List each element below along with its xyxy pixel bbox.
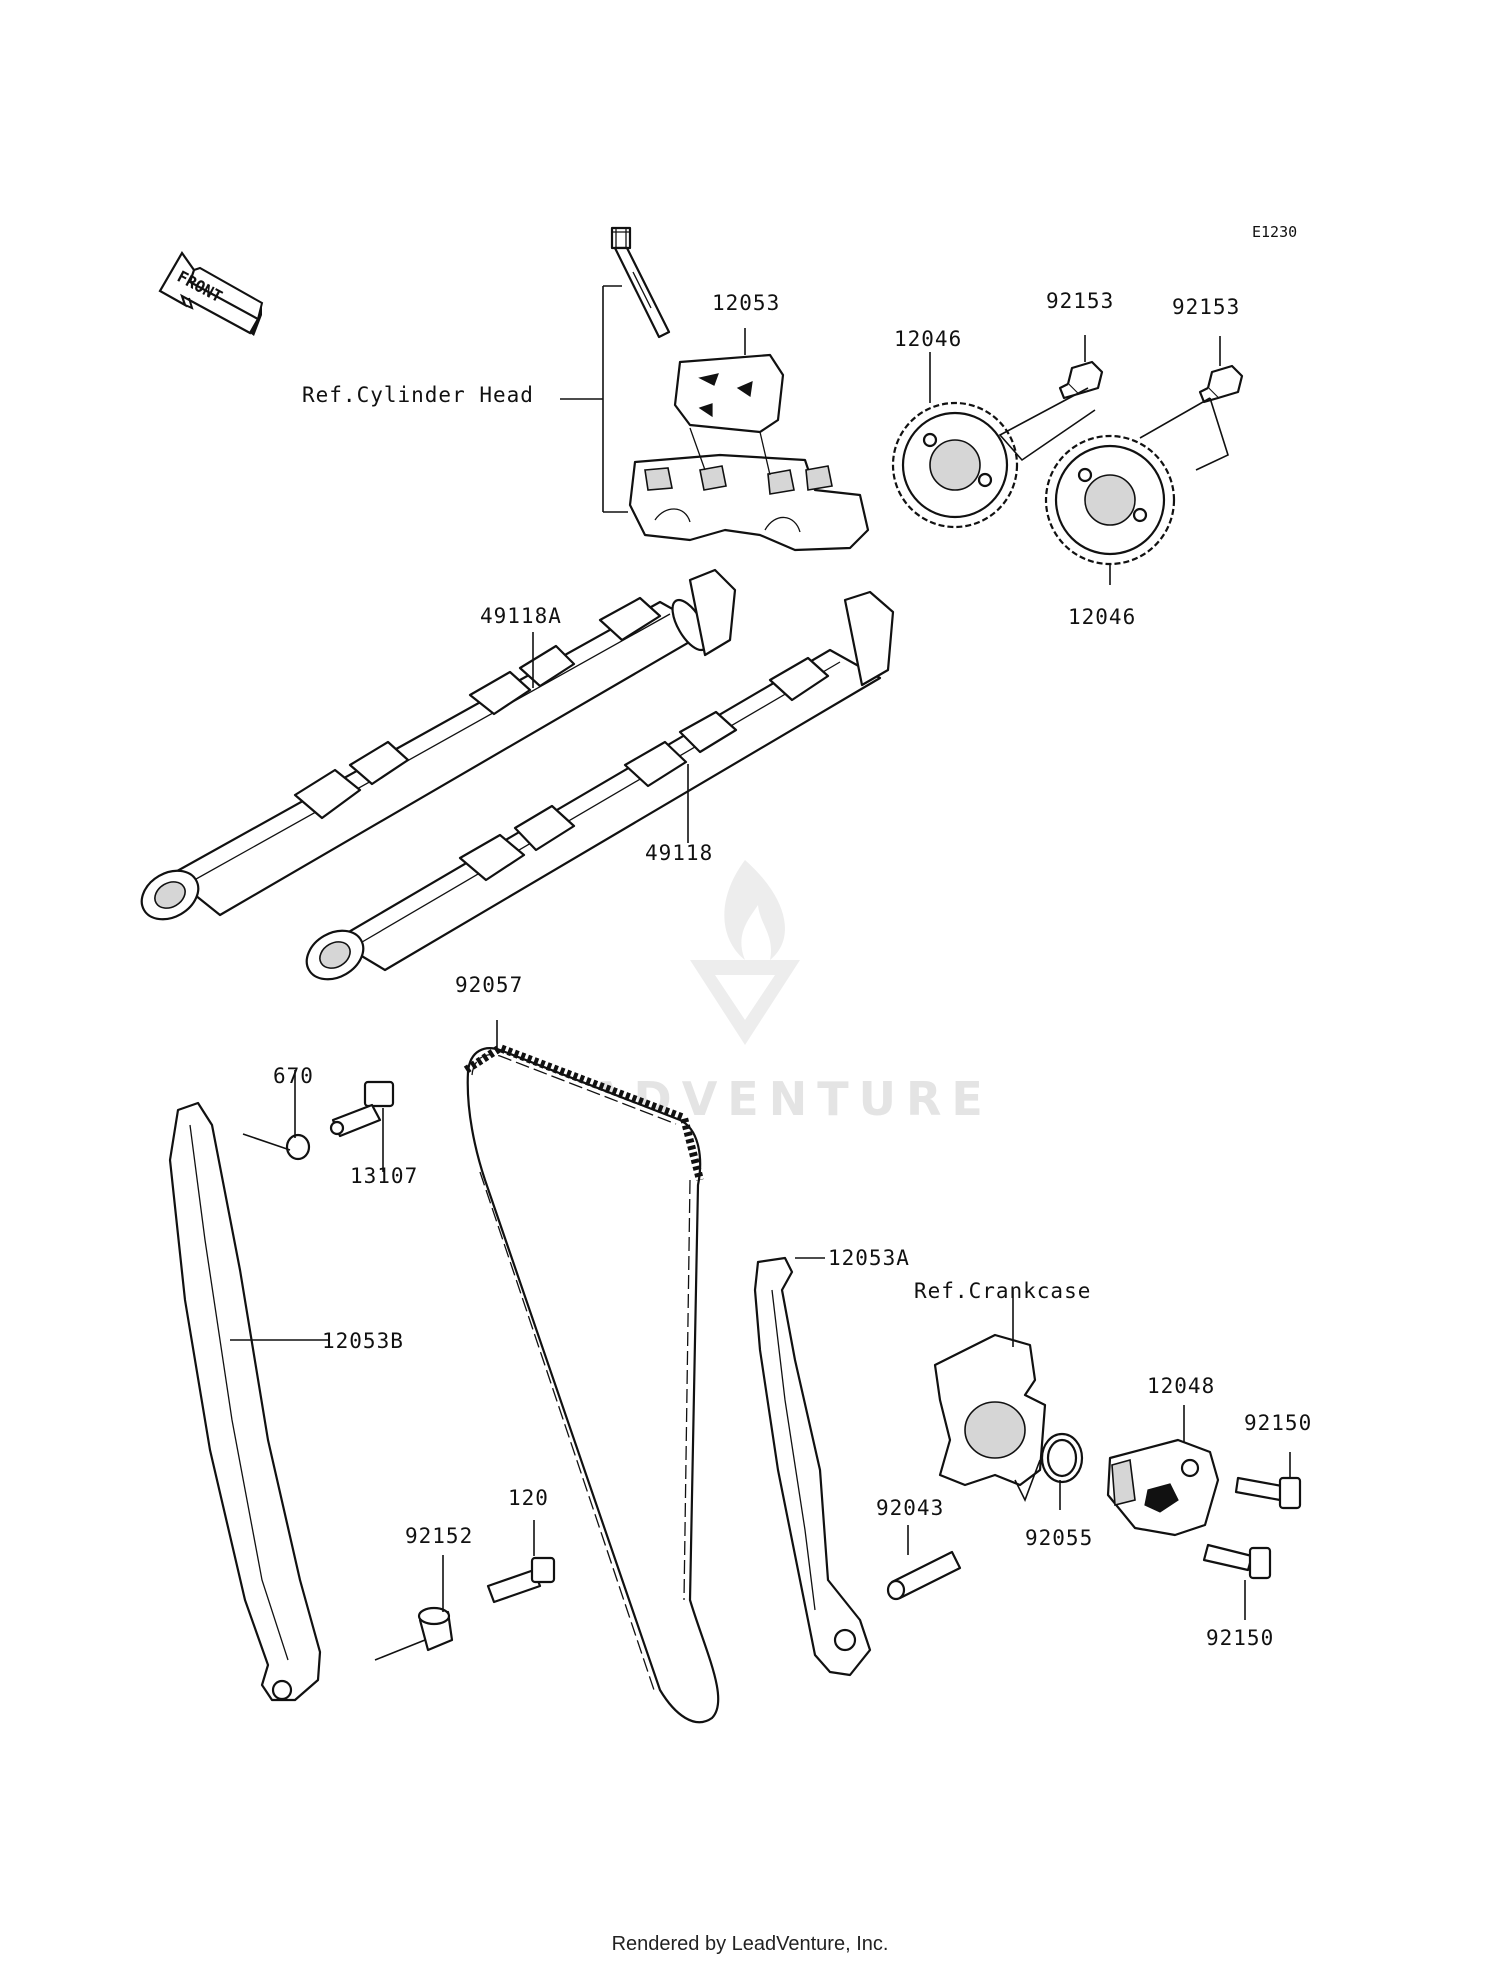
part-label-120: 120 <box>508 1486 549 1510</box>
sprocket-12046-bottom <box>1044 434 1176 566</box>
chain-guide-12053B <box>168 1101 322 1702</box>
ref-bracket-ticks <box>560 285 628 513</box>
crankcase-portion <box>933 1333 1047 1487</box>
camshaft-49118 <box>305 590 895 981</box>
watermark-logo <box>690 860 800 1045</box>
tensioner-bolt-92150-b <box>1202 1543 1272 1580</box>
part-label-49118: 49118 <box>645 841 713 865</box>
ref-cylinder-head-label: Ref.Cylinder Head <box>302 383 534 407</box>
pin-92043 <box>886 1550 962 1601</box>
part-label-12048: 12048 <box>1147 1374 1215 1398</box>
sprocket-12046-top <box>891 401 1019 529</box>
tensioner-bolt-92150-a <box>1234 1476 1302 1510</box>
sprocket-bolt-92153-b <box>1198 364 1244 404</box>
camshaft-49118A <box>140 568 737 921</box>
part-label-92057: 92057 <box>455 973 523 997</box>
sprocket-bolt-92153-a <box>1058 360 1104 400</box>
part-label-92152: 92152 <box>405 1524 473 1548</box>
footer-credit: Rendered by LeadVenture, Inc. <box>612 1933 889 1955</box>
part-label-92043: 92043 <box>876 1496 944 1520</box>
part-label-92153-a: 92153 <box>1046 289 1114 313</box>
part-label-92153-b: 92153 <box>1172 295 1240 319</box>
part-label-12053: 12053 <box>712 291 780 315</box>
part-label-670: 670 <box>273 1064 314 1088</box>
chain-guide-12053A <box>753 1256 872 1677</box>
o-ring-670 <box>285 1133 311 1161</box>
bolt-120 <box>486 1556 556 1604</box>
part-label-13107: 13107 <box>350 1164 418 1188</box>
part-label-12053B: 12053B <box>322 1329 404 1353</box>
chain-tensioner-12048 <box>1106 1438 1220 1537</box>
part-label-92150-b: 92150 <box>1206 1626 1274 1650</box>
collar-92152 <box>417 1606 454 1652</box>
camshaft-cap-12053 <box>673 353 785 434</box>
camshaft-holder <box>628 453 870 552</box>
part-label-92150-a: 92150 <box>1244 1411 1312 1435</box>
camshaft-cap-bolt <box>610 226 671 339</box>
cam-chain-92057 <box>463 1043 720 1724</box>
front-arrow-icon <box>158 250 264 336</box>
guide-bolt-13107 <box>329 1080 395 1138</box>
diagram-code: E1230 <box>1252 223 1297 241</box>
part-label-49118A: 49118A <box>480 604 562 628</box>
part-label-12046-top: 12046 <box>894 327 962 351</box>
part-label-12053A: 12053A <box>828 1246 910 1270</box>
ref-crankcase-label: Ref.Crankcase <box>914 1279 1091 1303</box>
part-label-12046-bottom: 12046 <box>1068 605 1136 629</box>
part-label-92055: 92055 <box>1025 1526 1093 1550</box>
